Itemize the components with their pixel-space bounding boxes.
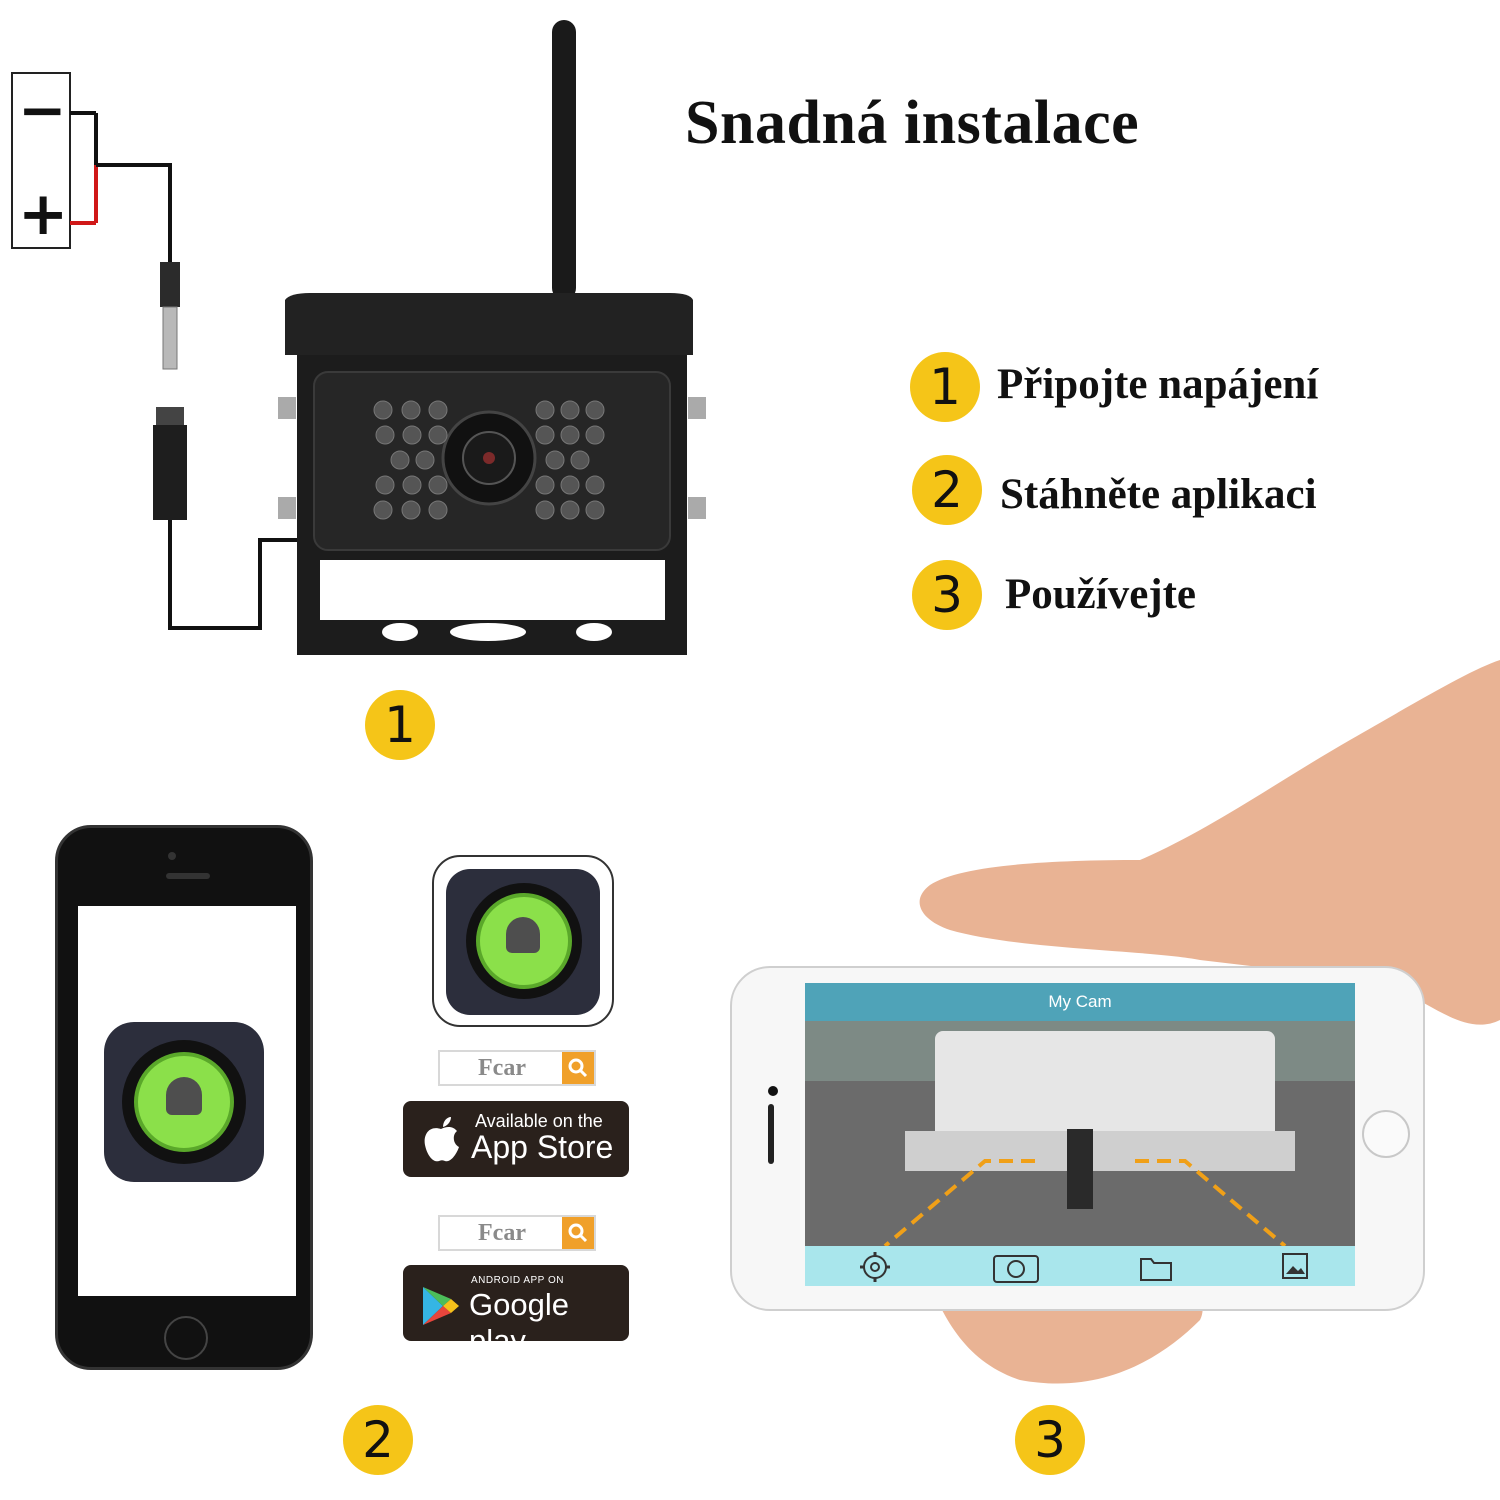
app-store-search[interactable]: Fcar bbox=[438, 1050, 596, 1086]
battery-box bbox=[11, 72, 71, 249]
step-1-badge: 1 bbox=[910, 352, 980, 422]
ir-led bbox=[535, 400, 555, 420]
camera-icon[interactable] bbox=[992, 1250, 1040, 1284]
home-button[interactable] bbox=[1362, 1110, 1410, 1158]
app-title: My Cam bbox=[1048, 992, 1112, 1011]
ir-led bbox=[545, 450, 565, 470]
ir-led bbox=[535, 425, 555, 445]
parking-guidelines bbox=[883, 1159, 1287, 1246]
ir-led bbox=[585, 400, 605, 420]
ir-led bbox=[401, 500, 421, 520]
ir-led bbox=[560, 500, 580, 520]
ir-led bbox=[560, 400, 580, 420]
ir-led bbox=[402, 425, 422, 445]
app-store-line1: Available on the bbox=[475, 1111, 603, 1131]
google-play-line1: ANDROID APP ON bbox=[471, 1275, 564, 1286]
ir-led bbox=[570, 450, 590, 470]
wiring-diagram bbox=[11, 20, 706, 655]
app-store-badge[interactable]: Available on the App Store bbox=[403, 1101, 629, 1177]
panel-1-badge: 1 bbox=[365, 690, 435, 760]
ir-led bbox=[373, 500, 393, 520]
wifi-camera bbox=[278, 20, 706, 655]
ir-led bbox=[585, 475, 605, 495]
ir-led bbox=[428, 400, 448, 420]
app-bar: My Cam bbox=[805, 983, 1355, 1021]
ir-led bbox=[390, 450, 410, 470]
google-play-search[interactable]: Fcar bbox=[438, 1215, 596, 1251]
ir-led bbox=[415, 450, 435, 470]
battery-minus: − bbox=[18, 76, 67, 144]
search-term: Fcar bbox=[478, 1055, 526, 1081]
ir-led bbox=[428, 500, 448, 520]
step-3-badge: 3 bbox=[912, 560, 982, 630]
search-icon[interactable] bbox=[562, 1052, 594, 1084]
search-icon[interactable] bbox=[562, 1217, 594, 1249]
ir-led bbox=[373, 400, 393, 420]
ir-led bbox=[401, 400, 421, 420]
folder-icon[interactable] bbox=[1139, 1254, 1173, 1282]
ir-led bbox=[375, 425, 395, 445]
app-icon-frame bbox=[432, 855, 614, 1027]
step-2-badge: 2 bbox=[912, 455, 982, 525]
panel-3-badge: 3 bbox=[1015, 1405, 1085, 1475]
fcar-app-icon[interactable] bbox=[104, 1022, 264, 1182]
ir-led bbox=[560, 475, 580, 495]
ir-led bbox=[585, 500, 605, 520]
search-term: Fcar bbox=[478, 1220, 526, 1246]
google-play-badge[interactable]: ANDROID APP ON Google play bbox=[403, 1265, 629, 1358]
ir-led bbox=[375, 475, 395, 495]
app-screen: My Cam bbox=[805, 983, 1355, 1286]
gear-icon[interactable] bbox=[857, 1250, 893, 1284]
app-toolbar bbox=[805, 1246, 1355, 1286]
app-store-line2: App Store bbox=[471, 1129, 614, 1165]
ir-led bbox=[535, 475, 555, 495]
step-1-label: Připojte napájení bbox=[997, 361, 1319, 408]
step-2-label: Stáhněte aplikaci bbox=[1000, 471, 1317, 518]
ir-led bbox=[428, 475, 448, 495]
ir-led bbox=[585, 425, 605, 445]
step-3-label: Používejte bbox=[1005, 571, 1197, 618]
ir-led bbox=[428, 425, 448, 445]
google-play-line2: Google play bbox=[469, 1287, 569, 1358]
ir-led bbox=[560, 425, 580, 445]
image-icon[interactable] bbox=[1281, 1252, 1309, 1280]
panel-2-badge: 2 bbox=[343, 1405, 413, 1475]
battery-plus: + bbox=[18, 179, 69, 249]
ir-led bbox=[535, 500, 555, 520]
camera-feed bbox=[805, 1021, 1355, 1246]
play-icon bbox=[423, 1287, 459, 1325]
apple-icon bbox=[424, 1117, 459, 1162]
ir-led bbox=[402, 475, 422, 495]
home-button[interactable] bbox=[164, 1316, 208, 1360]
page-title: Snadná instalace bbox=[685, 89, 1140, 157]
